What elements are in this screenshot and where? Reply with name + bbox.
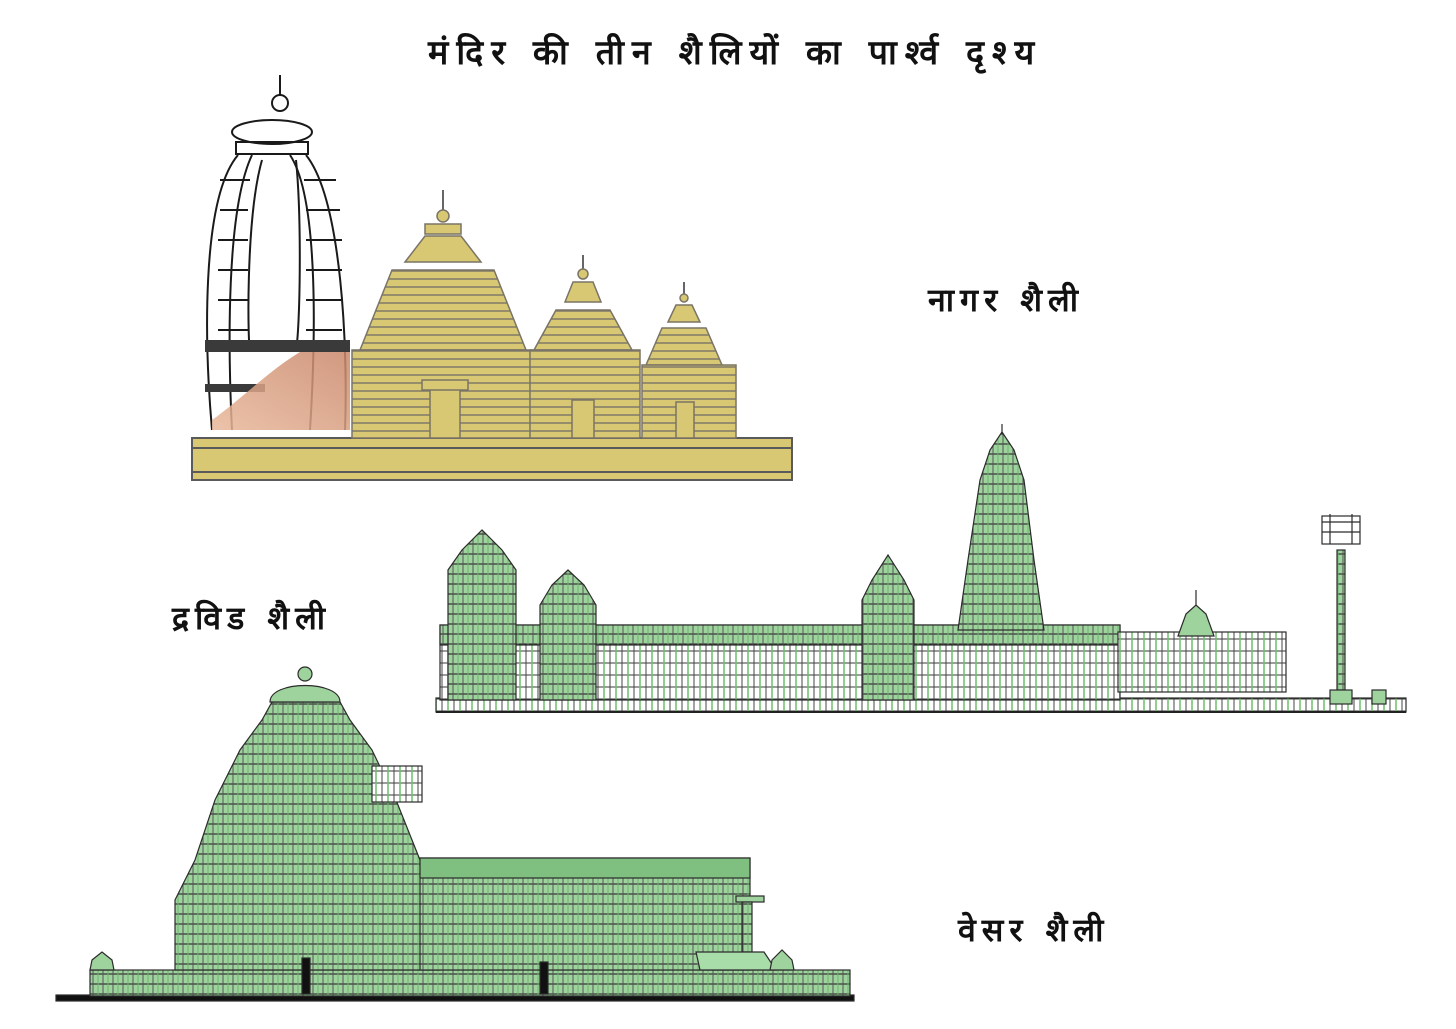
dravida-temple-drawing [435, 424, 1407, 713]
nagara-shikhara-1 [351, 190, 533, 439]
nagara-shikhara-3 [641, 282, 737, 439]
nagara-style-label: नागर शैली [928, 281, 1085, 319]
vesara-style-label: वेसर शैली [958, 911, 1110, 949]
nagara-temple-drawing [191, 75, 793, 481]
dravida-style-label: द्रविड शैली [172, 599, 332, 637]
vesara-temple-drawing [55, 666, 855, 1002]
diagram-title: मंदिर की तीन शैलियों का पार्श्व दृश्य [428, 33, 1043, 73]
nagara-shikhara-2 [529, 255, 641, 439]
dhwaja-stambha [1321, 514, 1387, 705]
